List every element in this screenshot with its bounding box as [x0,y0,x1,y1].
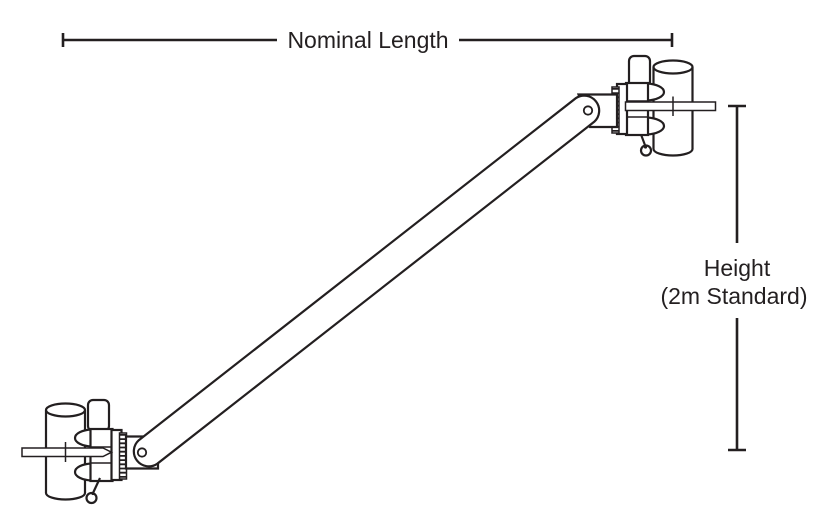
retainer-rings [85,134,653,505]
retainer-strap-bottom-left [92,477,101,494]
diagonal-brace [132,94,601,468]
retainer-pivot [643,145,648,149]
coupler-upper-prong [73,428,93,448]
rivet-hole-bottom [136,447,148,458]
brace-tube [132,94,601,468]
retainer-pivot [91,491,95,496]
nominal-length-dimension: Nominal Length [61,27,674,53]
coupler-upper-prong [645,82,666,102]
coupler-top-tab [86,398,111,433]
wedge-pin-bottom-left [21,447,114,458]
wedge-pins [21,96,717,462]
rivet-hole-top [582,105,594,116]
height-label: Height [704,255,771,281]
coupler-lower-prong [73,462,93,482]
retainer-strap-top-right [639,134,647,147]
coupler-lower-prong [645,116,666,136]
wedge-pin-top-right [624,101,717,112]
height-standard-label: (2m Standard) [660,283,807,309]
height-dimension: Height (2m Standard) [660,104,808,452]
retainer-ring-bottom-left [85,491,98,505]
standard-tube-top-end [44,402,87,418]
nominal-length-label: Nominal Length [287,27,448,53]
standard-tube-top-end [652,59,694,75]
